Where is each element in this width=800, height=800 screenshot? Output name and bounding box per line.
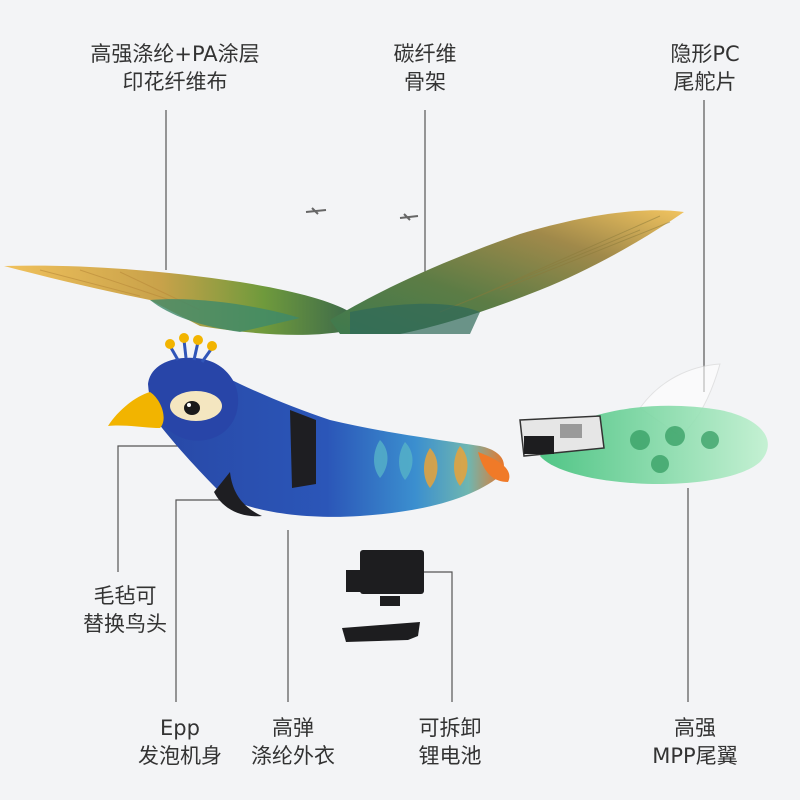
callout-epp-line2: 发泡机身 — [138, 744, 222, 768]
callout-fabric-line1: 高强涤纶+PA涂层 — [90, 42, 260, 66]
callout-head-line2: 替换鸟头 — [83, 612, 167, 636]
callout-coat-line1: 高弹 — [272, 716, 314, 740]
leader-epp — [175, 499, 220, 702]
wings — [4, 210, 684, 335]
callout-rudder: 隐形PC 尾舵片 — [640, 40, 770, 96]
callout-tail-line1: 高强 — [674, 716, 716, 740]
callout-carbon-frame: 碳纤维 骨架 — [370, 40, 480, 96]
callout-head-line1: 毛毡可 — [93, 584, 157, 608]
callout-carbon-line2: 骨架 — [404, 70, 446, 94]
battery-pack — [342, 550, 424, 642]
callout-fabric: 高强涤纶+PA涂层 印花纤维布 — [70, 40, 280, 96]
crest — [165, 333, 217, 363]
peacock-head — [108, 333, 239, 441]
tail-assembly — [519, 363, 768, 484]
leader-head — [117, 445, 178, 572]
callout-battery: 可拆卸 锂电池 — [390, 714, 510, 770]
right-wing — [330, 210, 684, 334]
peacock-body — [150, 373, 510, 517]
beak — [108, 392, 164, 428]
callout-tail-line2: MPP尾翼 — [652, 744, 738, 768]
callout-tail: 高强 MPP尾翼 — [630, 714, 760, 770]
battery-bracket — [342, 622, 420, 642]
callout-head: 毛毡可 替换鸟头 — [60, 582, 190, 638]
callout-coat: 高弹 涤纶外衣 — [228, 714, 358, 770]
callout-coat-line2: 涤纶外衣 — [251, 744, 335, 768]
callout-carbon-line1: 碳纤维 — [393, 42, 457, 66]
callout-fabric-line2: 印花纤维布 — [122, 70, 228, 94]
callout-battery-line1: 可拆卸 — [418, 716, 482, 740]
callout-battery-line2: 锂电池 — [418, 744, 482, 768]
callout-epp-line1: Epp — [160, 716, 200, 740]
carbon-connector-parts — [305, 207, 419, 221]
callout-rudder-line2: 尾舵片 — [673, 70, 737, 94]
callout-epp-body: Epp 发泡机身 — [120, 714, 240, 770]
callout-rudder-line1: 隐形PC — [670, 42, 740, 66]
